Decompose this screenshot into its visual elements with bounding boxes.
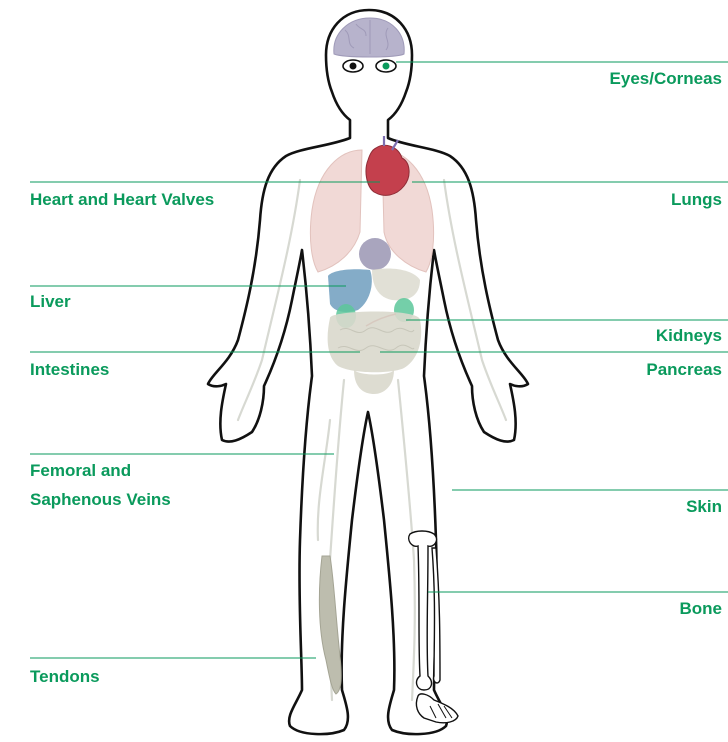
- label-lungs: Lungs: [671, 190, 722, 209]
- label-bone: Bone: [680, 599, 723, 618]
- label-pancreas: Pancreas: [646, 360, 722, 379]
- label-skin: Skin: [686, 497, 722, 516]
- stomach: [359, 238, 391, 270]
- label-tendons: Tendons: [30, 667, 100, 686]
- label-liver: Liver: [30, 292, 71, 311]
- label-eyes: Eyes/Corneas: [610, 69, 722, 88]
- label-heart: Heart and Heart Valves: [30, 190, 214, 209]
- intestines: [328, 312, 422, 373]
- label-kidneys: Kidneys: [656, 326, 722, 345]
- label-femoral-line1: Femoral and: [30, 461, 131, 480]
- label-intestines: Intestines: [30, 360, 109, 379]
- label-femoral-line2: Saphenous Veins: [30, 490, 171, 509]
